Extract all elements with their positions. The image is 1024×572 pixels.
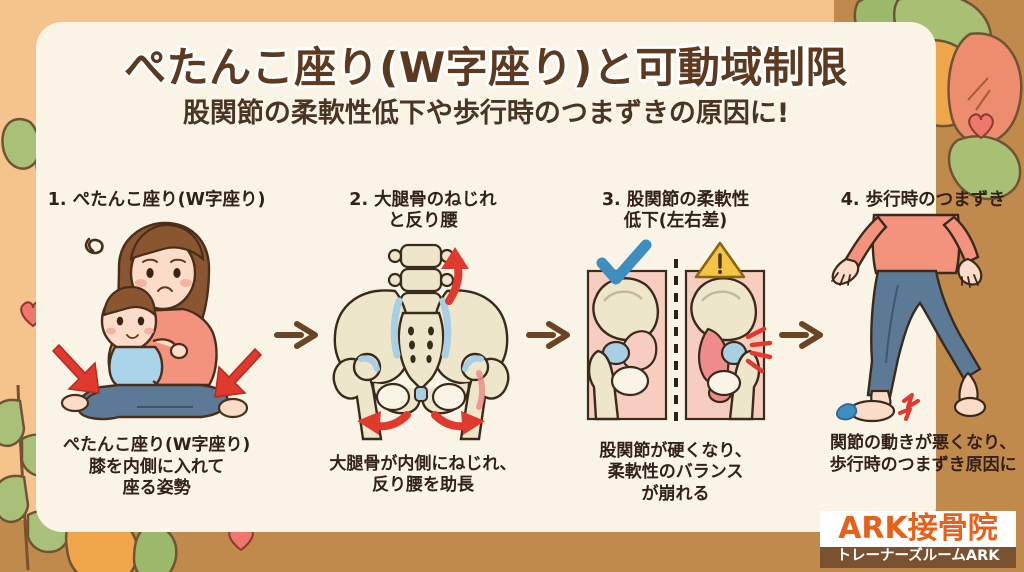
stumble-pain-icon bbox=[898, 393, 921, 422]
check-icon bbox=[596, 239, 652, 285]
heart-icon bbox=[228, 525, 254, 552]
step-panel-3: 3. 股関節の柔軟性 低下(左右差) bbox=[573, 190, 779, 505]
step-1-heading: 1. ぺたんこ座り(W字座り) bbox=[47, 190, 266, 210]
step-panel-1: 1. ぺたんこ座り(W字座り) bbox=[40, 190, 273, 500]
step-4-caption: 関節の動きが悪くなり、 歩行時のつまずき原因に bbox=[829, 433, 1017, 475]
step-3-caption: 股関節が硬くなり、 柔軟性のバランス が崩れる bbox=[599, 440, 752, 504]
step-4-illustration bbox=[826, 214, 1020, 425]
step-4-heading: 4. 歩行時のつまずき bbox=[840, 190, 1006, 210]
page-title: ぺたんこ座り(W字座り)と可動域制限 bbox=[124, 43, 848, 92]
step-2-caption: 大腿骨が内側にねじれ、 反り腰を助長 bbox=[329, 453, 517, 496]
red-arrow-rotation-left-icon bbox=[356, 410, 411, 435]
step-panel-2: 2. 大腿骨のねじれ と反り腰 bbox=[321, 190, 525, 497]
step-separator-3 bbox=[778, 320, 826, 350]
step-2-illustration bbox=[321, 239, 525, 444]
arrow-right-icon bbox=[525, 321, 570, 349]
step-1-caption: ぺたんこ座り(W字座り) 膝を内側に入れて 座る姿勢 bbox=[62, 435, 251, 499]
step-separator-2 bbox=[525, 320, 573, 350]
red-arrow-left-icon bbox=[51, 344, 100, 395]
page-subtitle: 股関節の柔軟性低下や歩行時のつまずきの原因に! bbox=[182, 98, 790, 130]
hip-left-right-comparison-icon bbox=[586, 239, 772, 427]
clinic-logo[interactable]: ARK接骨院 トレーナーズルームARK bbox=[820, 510, 1016, 568]
red-arrow-up-icon bbox=[440, 246, 469, 305]
step-1-illustration bbox=[40, 215, 273, 427]
red-arrow-right-icon bbox=[213, 348, 262, 399]
step-3-heading: 3. 股関節の柔軟性 低下(左右差) bbox=[601, 190, 750, 232]
pelvis-femur-rotation-icon bbox=[332, 243, 510, 440]
red-arrow-rotation-right-icon bbox=[430, 410, 485, 435]
steps-row: 1. ぺたんこ座り(W字座り) bbox=[40, 190, 1020, 530]
pain-burst-icon bbox=[745, 326, 772, 373]
logo-clinic-name: ARK接骨院 bbox=[820, 510, 1016, 548]
step-panel-4: 4. 歩行時のつまずき bbox=[826, 190, 1020, 476]
heart-icon bbox=[968, 113, 994, 140]
mother-holding-baby-w-sitting-icon bbox=[51, 222, 262, 421]
step-3-illustration bbox=[573, 239, 779, 433]
arrow-right-icon bbox=[779, 321, 824, 349]
walking-person-stumble-icon bbox=[831, 214, 987, 423]
step-separator-1 bbox=[273, 320, 321, 350]
warning-icon bbox=[694, 241, 745, 278]
arrow-right-icon bbox=[274, 321, 319, 349]
step-2-heading: 2. 大腿骨のねじれ と反り腰 bbox=[349, 190, 497, 232]
logo-tagline: トレーナーズルームARK bbox=[820, 547, 1016, 568]
title-block: ぺたんこ座り(W字座り)と可動域制限 股関節の柔軟性低下や歩行時のつまずきの原因… bbox=[36, 44, 936, 129]
